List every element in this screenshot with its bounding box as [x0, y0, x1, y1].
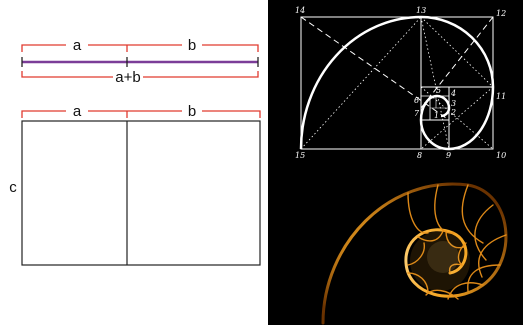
golden-spiral-curve: [299, 15, 495, 151]
svg-text:8: 8: [417, 151, 422, 160]
svg-text:15: 15: [295, 151, 305, 160]
golden-ratio-diagrams: a b a+b a b c: [9, 36, 261, 266]
rectangle-label-c: c: [9, 179, 17, 196]
segment-top-bracket: [21, 44, 259, 52]
rectangle-top-bracket: [21, 110, 261, 118]
svg-text:9: 9: [446, 151, 451, 160]
svg-text:5: 5: [436, 86, 441, 95]
segment-label-sum: a+b: [115, 69, 140, 86]
nautilus-shell-image: [268, 165, 523, 325]
svg-text:12: 12: [496, 9, 506, 18]
svg-text:1: 1: [434, 111, 439, 120]
svg-text:3: 3: [451, 99, 456, 108]
rectangle-label-a: a: [73, 103, 82, 120]
segment-label-a: a: [73, 37, 82, 54]
golden-rectangle: [21, 120, 261, 266]
label-b-bg: [182, 36, 202, 52]
golden-spiral-panel: 1 2 3 4 5 6 7 8 9 10 11 12 13 14 15: [268, 0, 523, 165]
svg-text:11: 11: [496, 92, 506, 101]
svg-text:13: 13: [416, 6, 426, 15]
segment-label-b: b: [188, 37, 196, 54]
svg-text:4: 4: [450, 89, 456, 98]
label-a-bg: [66, 36, 88, 52]
svg-text:7: 7: [414, 109, 420, 118]
svg-text:2: 2: [450, 108, 456, 117]
rectangle-label-b: b: [188, 103, 196, 120]
svg-text:14: 14: [295, 6, 305, 15]
spiral-numbers: 1 2 3 4 5 6 7 8 9 10 11 12 13 14 15: [295, 6, 506, 160]
svg-text:10: 10: [496, 151, 506, 160]
segment-ticks: [21, 57, 259, 67]
label-sum-bg: [113, 69, 143, 85]
svg-text:6: 6: [414, 96, 419, 105]
